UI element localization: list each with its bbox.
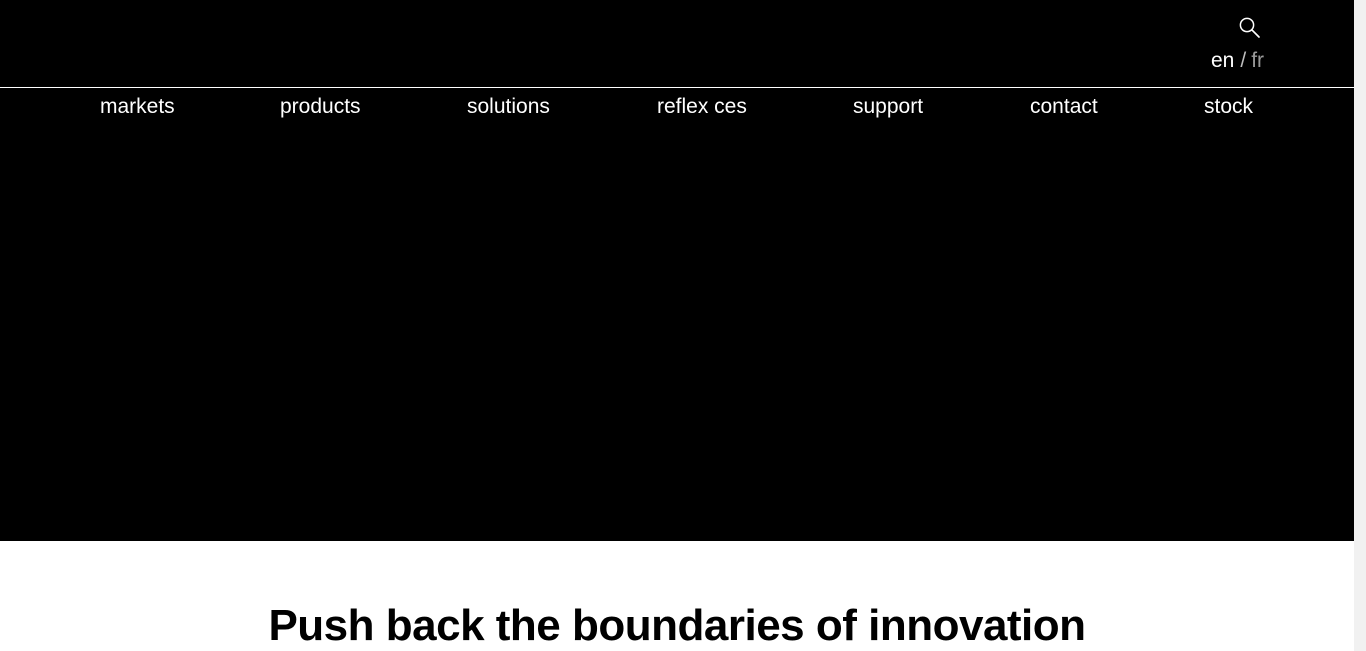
nav-item-solutions[interactable]: solutions	[467, 95, 550, 118]
search-button[interactable]	[1238, 16, 1262, 40]
search-icon	[1239, 17, 1260, 38]
top-header: en / fr	[0, 0, 1354, 88]
nav-item-reflex-ces[interactable]: reflex ces	[657, 95, 747, 118]
hero-banner: en / fr markets products solutions refle…	[0, 0, 1354, 541]
nav-item-stock[interactable]: stock	[1204, 95, 1254, 118]
language-separator: /	[1240, 49, 1247, 72]
nav-item-support[interactable]: support	[853, 95, 924, 118]
language-fr-link[interactable]: fr	[1251, 49, 1265, 72]
language-en-link[interactable]: en	[1211, 49, 1235, 72]
main-nav: markets products solutions reflex ces su…	[0, 89, 1354, 129]
nav-item-markets[interactable]: markets	[100, 95, 175, 118]
language-switcher: en / fr	[1211, 48, 1264, 74]
page-headline: Push back the boundaries of innovation	[268, 601, 1086, 650]
vertical-scrollbar[interactable]	[1354, 0, 1366, 651]
nav-item-contact[interactable]: contact	[1030, 95, 1098, 118]
nav-item-products[interactable]: products	[280, 95, 361, 118]
